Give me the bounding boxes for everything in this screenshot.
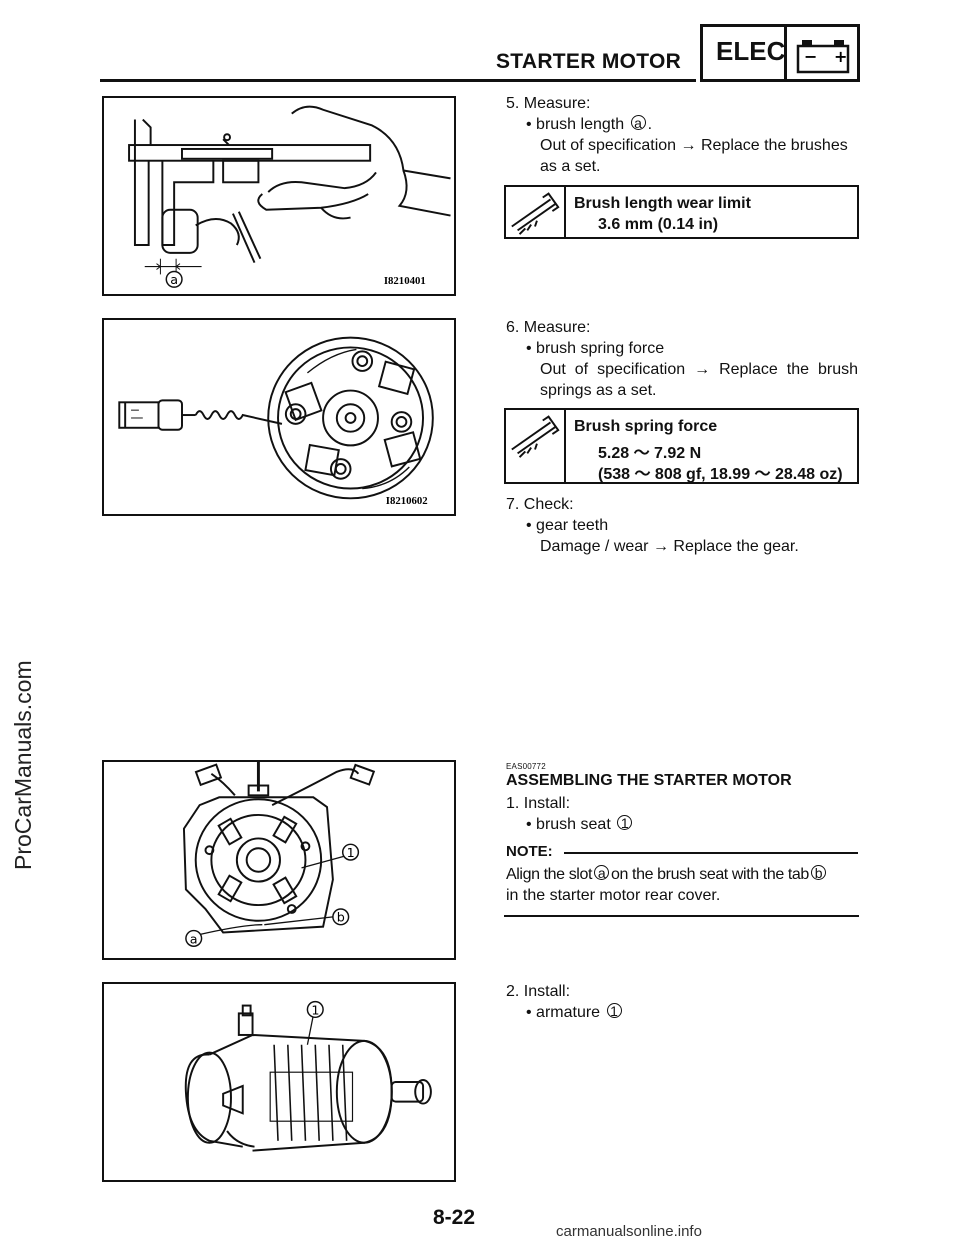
step-heading: 6. Measure: bbox=[506, 319, 591, 336]
page-title: STARTER MOTOR bbox=[496, 50, 682, 73]
header-rule bbox=[100, 79, 696, 82]
note-rule-top bbox=[564, 852, 858, 854]
callout-b: b bbox=[810, 865, 826, 880]
spec-box-brush-length: Brush length wear limit 3.6 mm (0.14 in) bbox=[504, 185, 859, 239]
step-item: • brush spring force bbox=[526, 340, 665, 357]
section-tab bbox=[700, 24, 860, 82]
section-label: ELEC bbox=[716, 36, 786, 66]
section-title: ASSEMBLING THE STARTER MOTOR bbox=[506, 772, 792, 789]
figure-armature: 1 bbox=[102, 982, 456, 1182]
step-item: • armature 1 bbox=[506, 1002, 858, 1023]
battery-plus: + bbox=[834, 47, 847, 66]
step-item: • brush length a. bbox=[526, 115, 653, 133]
battery-minus: − bbox=[804, 47, 817, 66]
caliper-icon bbox=[506, 187, 566, 237]
figure-code: I8210401 bbox=[384, 275, 426, 287]
callout-1: 1 bbox=[606, 1003, 622, 1018]
spec-title: Brush length wear limit bbox=[574, 195, 751, 212]
step-heading: 7. Check: bbox=[506, 496, 574, 513]
step-heading: 5. Measure: bbox=[506, 95, 591, 112]
spec-title: Brush spring force bbox=[574, 418, 718, 435]
spec-value-newton: 5.28 ～ 7.92 N bbox=[598, 445, 702, 462]
figure-brush-seat: 1 a b bbox=[102, 760, 456, 960]
note-rule-bottom bbox=[504, 915, 859, 917]
footer-watermark: carmanualsonline.info bbox=[556, 1223, 702, 1240]
figure-brush-spring-force: I8210602 bbox=[102, 318, 456, 516]
page-number: 8-22 bbox=[433, 1206, 476, 1229]
callout-a: a bbox=[594, 865, 610, 880]
assembly-step-1: 1. Install: • brush seat 1 bbox=[506, 793, 858, 835]
assembly-step-2: 2. Install: • armature 1 bbox=[506, 981, 858, 1023]
spec-box-brush-spring-force: Brush spring force 5.28 ～ 7.92 N (538 ～ … bbox=[504, 408, 859, 484]
callout-1: 1 bbox=[311, 1003, 319, 1018]
callout-a: a bbox=[190, 932, 198, 947]
callout-a: a bbox=[170, 273, 178, 288]
step-item: • brush seat 1 bbox=[506, 814, 858, 835]
figure-code: I8210602 bbox=[386, 495, 428, 507]
callout-b: b bbox=[337, 911, 345, 926]
caliper-icon bbox=[506, 410, 566, 482]
step-result: Damage / wear → Replace the gear. bbox=[540, 538, 799, 555]
spec-value-gf-oz: (538 ～ 808 gf, 18.99 ～ 28.48 oz) bbox=[598, 466, 843, 483]
step-heading: 1. Install: bbox=[506, 795, 571, 812]
step-6: 6. Measure: • brush spring force Out of … bbox=[506, 317, 858, 401]
step-result: Out of specification → Replace the brush… bbox=[540, 137, 848, 175]
step-item: • gear teeth bbox=[526, 517, 609, 534]
figure-brush-length: a I8210401 bbox=[102, 96, 456, 296]
battery-icon: − + bbox=[796, 38, 850, 74]
side-watermark: ProCarManuals.com bbox=[10, 660, 36, 870]
step-7: 7. Check: • gear teeth Damage / wear → R… bbox=[506, 494, 858, 557]
step-5: 5. Measure: • brush length a. Out of spe… bbox=[506, 93, 858, 177]
callout-a: a bbox=[630, 115, 646, 130]
section-code: EAS00772 bbox=[506, 762, 546, 771]
step-heading: 2. Install: bbox=[506, 983, 571, 1000]
step-result: Out of specification → Replace the brush… bbox=[540, 361, 858, 399]
note-label: NOTE: bbox=[506, 843, 553, 860]
callout-1: 1 bbox=[617, 815, 633, 830]
section-tab-divider bbox=[784, 24, 787, 82]
callout-1: 1 bbox=[347, 846, 355, 861]
spec-value: 3.6 mm (0.14 in) bbox=[598, 216, 719, 233]
